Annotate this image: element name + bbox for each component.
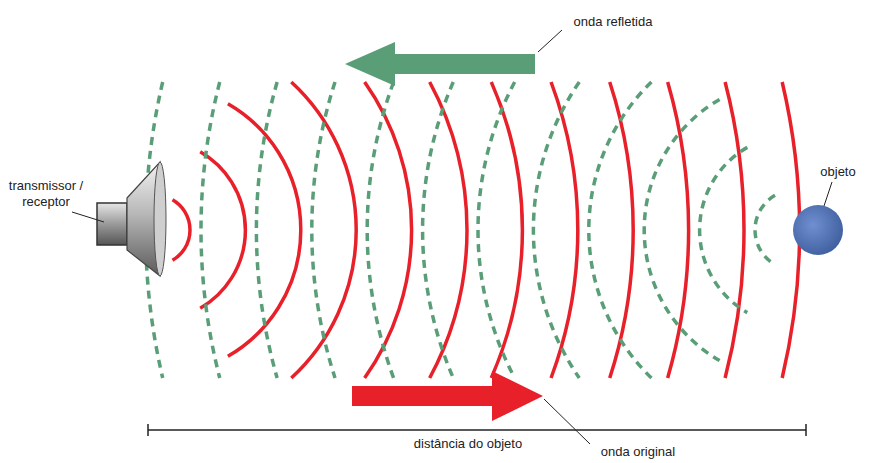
reflected-wave-front (367, 82, 393, 378)
reflected-wave-front (423, 82, 454, 378)
original-wave-front (430, 82, 467, 378)
reflected-wave-front (256, 82, 277, 378)
original-wave-front (725, 82, 744, 378)
device-label: transmissor / receptor (3, 178, 89, 210)
reflected-wave-front (201, 82, 220, 378)
reflected-wave-front (478, 82, 515, 378)
reflected-wave-front (312, 82, 335, 378)
original-wave-front (551, 82, 578, 378)
object-sphere (793, 205, 843, 255)
reflected-wave-front (589, 82, 652, 378)
transducer-body (97, 203, 127, 245)
original-wave-front (291, 82, 356, 378)
reflected-arrow (345, 42, 535, 86)
wave-fronts (146, 82, 800, 378)
wave-label: onda original (601, 444, 675, 460)
original-wave-front (365, 82, 412, 378)
reflected-wave-front (755, 195, 775, 264)
reflected-wave-front (644, 99, 719, 360)
object-label: objeto (820, 164, 855, 180)
original-wave-front (610, 82, 633, 378)
wave-label: onda refletida (574, 14, 653, 30)
transducer-face (154, 162, 166, 276)
leader-lines (72, 30, 832, 444)
transducer-symbol (97, 162, 166, 276)
original-arrow (352, 371, 543, 421)
reflected-wave-front (533, 82, 579, 378)
reflected-wave-front (700, 147, 748, 312)
dimension-label: distância do objeto (414, 436, 522, 452)
original-wave-front (200, 152, 245, 309)
distance-bracket (148, 424, 806, 436)
original-wave-front (173, 200, 190, 261)
